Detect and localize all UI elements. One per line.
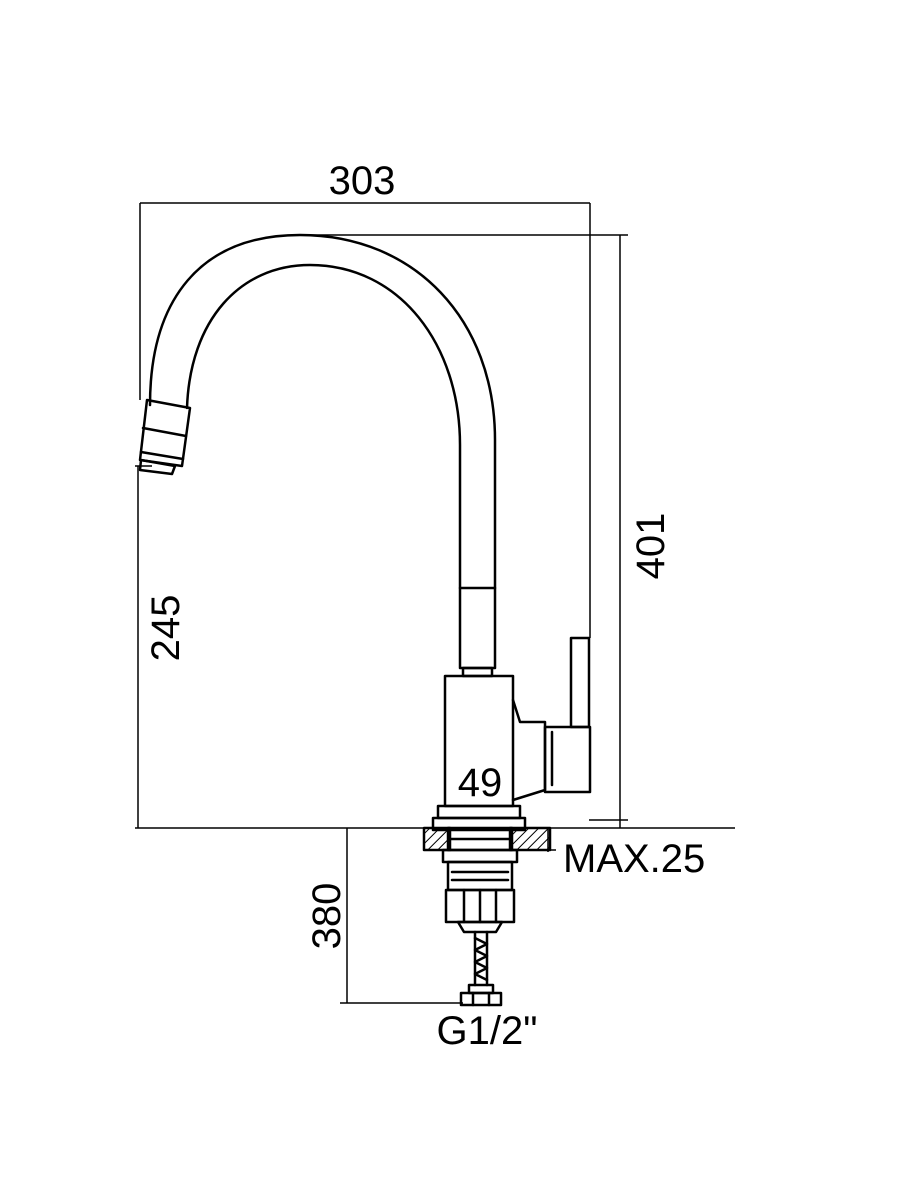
dimension-body-diameter: 49 — [458, 761, 503, 805]
spout-inner-contour — [185, 263, 462, 590]
mounting-assembly — [422, 826, 552, 934]
countertop-washer-left — [422, 826, 452, 852]
faucet-body — [431, 674, 527, 832]
dimension-spout-height: 245 — [144, 595, 188, 662]
spray-head-body — [138, 398, 192, 468]
countertop-washer-right — [508, 826, 552, 852]
spout-outer-contour — [148, 233, 497, 590]
dimension-total-height: 401 — [629, 513, 673, 580]
handle — [511, 636, 592, 802]
spout-sleeve — [458, 586, 497, 678]
spout — [148, 233, 497, 590]
dimension-total-reach: 303 — [329, 159, 396, 203]
handle-connector — [511, 698, 547, 802]
threaded-shank — [441, 848, 519, 864]
handle-lever — [569, 636, 591, 729]
spray-outlet — [138, 458, 177, 476]
flexible-hose — [459, 930, 503, 1007]
dimension-connection-thread: G1/2" — [437, 1009, 538, 1053]
handle-base — [543, 725, 592, 794]
dimension-hose-length: 380 — [305, 883, 349, 950]
spray-head — [138, 398, 192, 476]
dimension-max-countertop-thickness: MAX.25 — [563, 837, 705, 881]
hose-connector-nut — [459, 991, 503, 1007]
